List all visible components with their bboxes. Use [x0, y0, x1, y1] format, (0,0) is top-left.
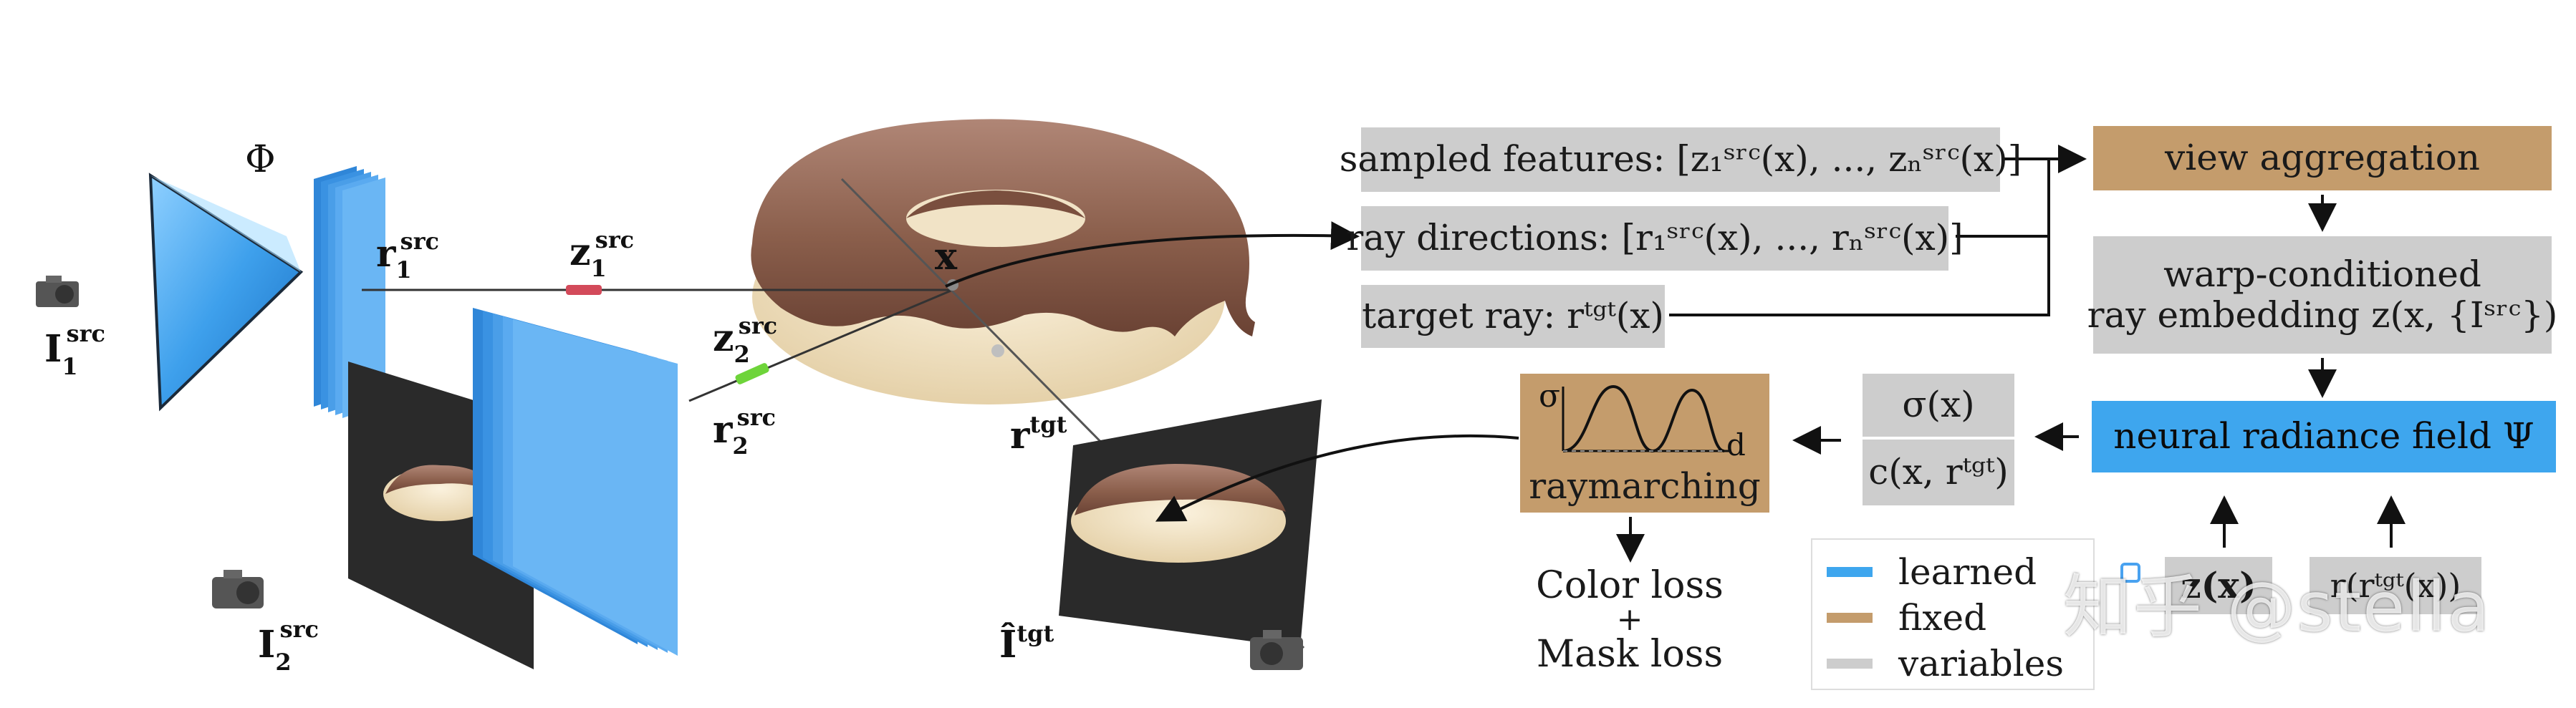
legend: learned fixed variables — [1811, 538, 2095, 690]
target-camera-icon — [1250, 630, 1303, 670]
plus-sign: + — [1616, 601, 1643, 638]
legend-item-fixed: fixed — [1827, 597, 1986, 639]
donut-3d — [751, 119, 1255, 404]
color-box: c(x, rᵗᵍᵗ) — [1863, 440, 2014, 505]
view-aggregation-block: view aggregation — [2093, 126, 2552, 190]
camera-1-label: I1src — [44, 320, 105, 380]
camera-1-icon — [36, 276, 79, 307]
r-input-box: r(rᵗᵍᵗ(x)) — [2310, 557, 2481, 614]
arrow-to-target-image — [1155, 434, 1519, 522]
legend-item-variables: variables — [1827, 643, 2064, 684]
feature-1-label: z1src — [569, 226, 634, 282]
camera-2-icon — [212, 570, 264, 608]
arrow-to-inputs — [945, 221, 1360, 288]
feature-stack-1 — [314, 166, 385, 418]
density-plot: σ d — [1539, 379, 1746, 458]
encoder-pyramid — [148, 173, 304, 412]
connector-target-ray — [1669, 236, 2050, 316]
feature-1-token — [566, 285, 602, 295]
sample-point-2 — [991, 344, 1004, 357]
raymarching-block: σ d raymarching — [1520, 374, 1769, 513]
legend-label-learned: learned — [1898, 551, 2037, 593]
sigma-box: σ(x) — [1863, 374, 2014, 437]
target-ray-label: rtgt — [1010, 411, 1067, 457]
ray-1-label: r1src — [376, 228, 439, 283]
legend-item-learned: learned — [1827, 551, 2037, 593]
raymarching-label: raymarching — [1529, 465, 1761, 507]
sampled-features-box: sampled features: [z₁ˢʳᶜ(x), ..., zₙˢʳᶜ(… — [1340, 127, 2022, 192]
watermark-icon — [2120, 563, 2140, 583]
ray-2-label: r2src — [713, 404, 776, 460]
point-x-label: x — [935, 235, 958, 278]
legend-label-fixed: fixed — [1898, 597, 1987, 639]
legend-label-variables: variables — [1898, 643, 2065, 684]
z-input-box: z(x) — [2165, 557, 2272, 614]
encoder-label: Φ — [245, 138, 276, 181]
target-ray-box: target ray: rᵗᵍᵗ(x) — [1361, 285, 1665, 348]
camera-2-label: I2src — [258, 616, 319, 676]
warp-line-2: ray embedding z(x, {Iˢʳᶜ}) — [2087, 294, 2558, 336]
ray-2-line — [688, 288, 953, 402]
warp-conditioned-block: warp-conditioned ray embedding z(x, {Iˢʳ… — [2087, 236, 2557, 354]
plot-x-label: d — [1726, 427, 1746, 458]
feature-2-token — [735, 363, 769, 384]
target-image-label: Îtgt — [999, 620, 1054, 666]
target-image — [1059, 399, 1322, 648]
ray-directions-box: ray directions: [r₁ˢʳᶜ(x), ..., rₙˢʳᶜ(x)… — [1346, 206, 1964, 271]
legend-swatch-learned — [1827, 567, 1873, 577]
mask-loss-label: Mask loss — [1536, 633, 1724, 676]
nerf-block: neural radiance field Ψ — [2092, 401, 2556, 472]
plot-y-label: σ — [1539, 379, 1560, 414]
legend-swatch-fixed — [1827, 613, 1873, 623]
feature-stack-2 — [473, 308, 678, 656]
color-loss-label: Color loss — [1536, 564, 1724, 607]
legend-swatch-variables — [1827, 659, 1873, 669]
feature-2-label: z2src — [713, 312, 777, 368]
warp-line-1: warp-conditioned — [2163, 253, 2481, 295]
watermark-text: 知乎 @stella — [2063, 567, 2491, 647]
